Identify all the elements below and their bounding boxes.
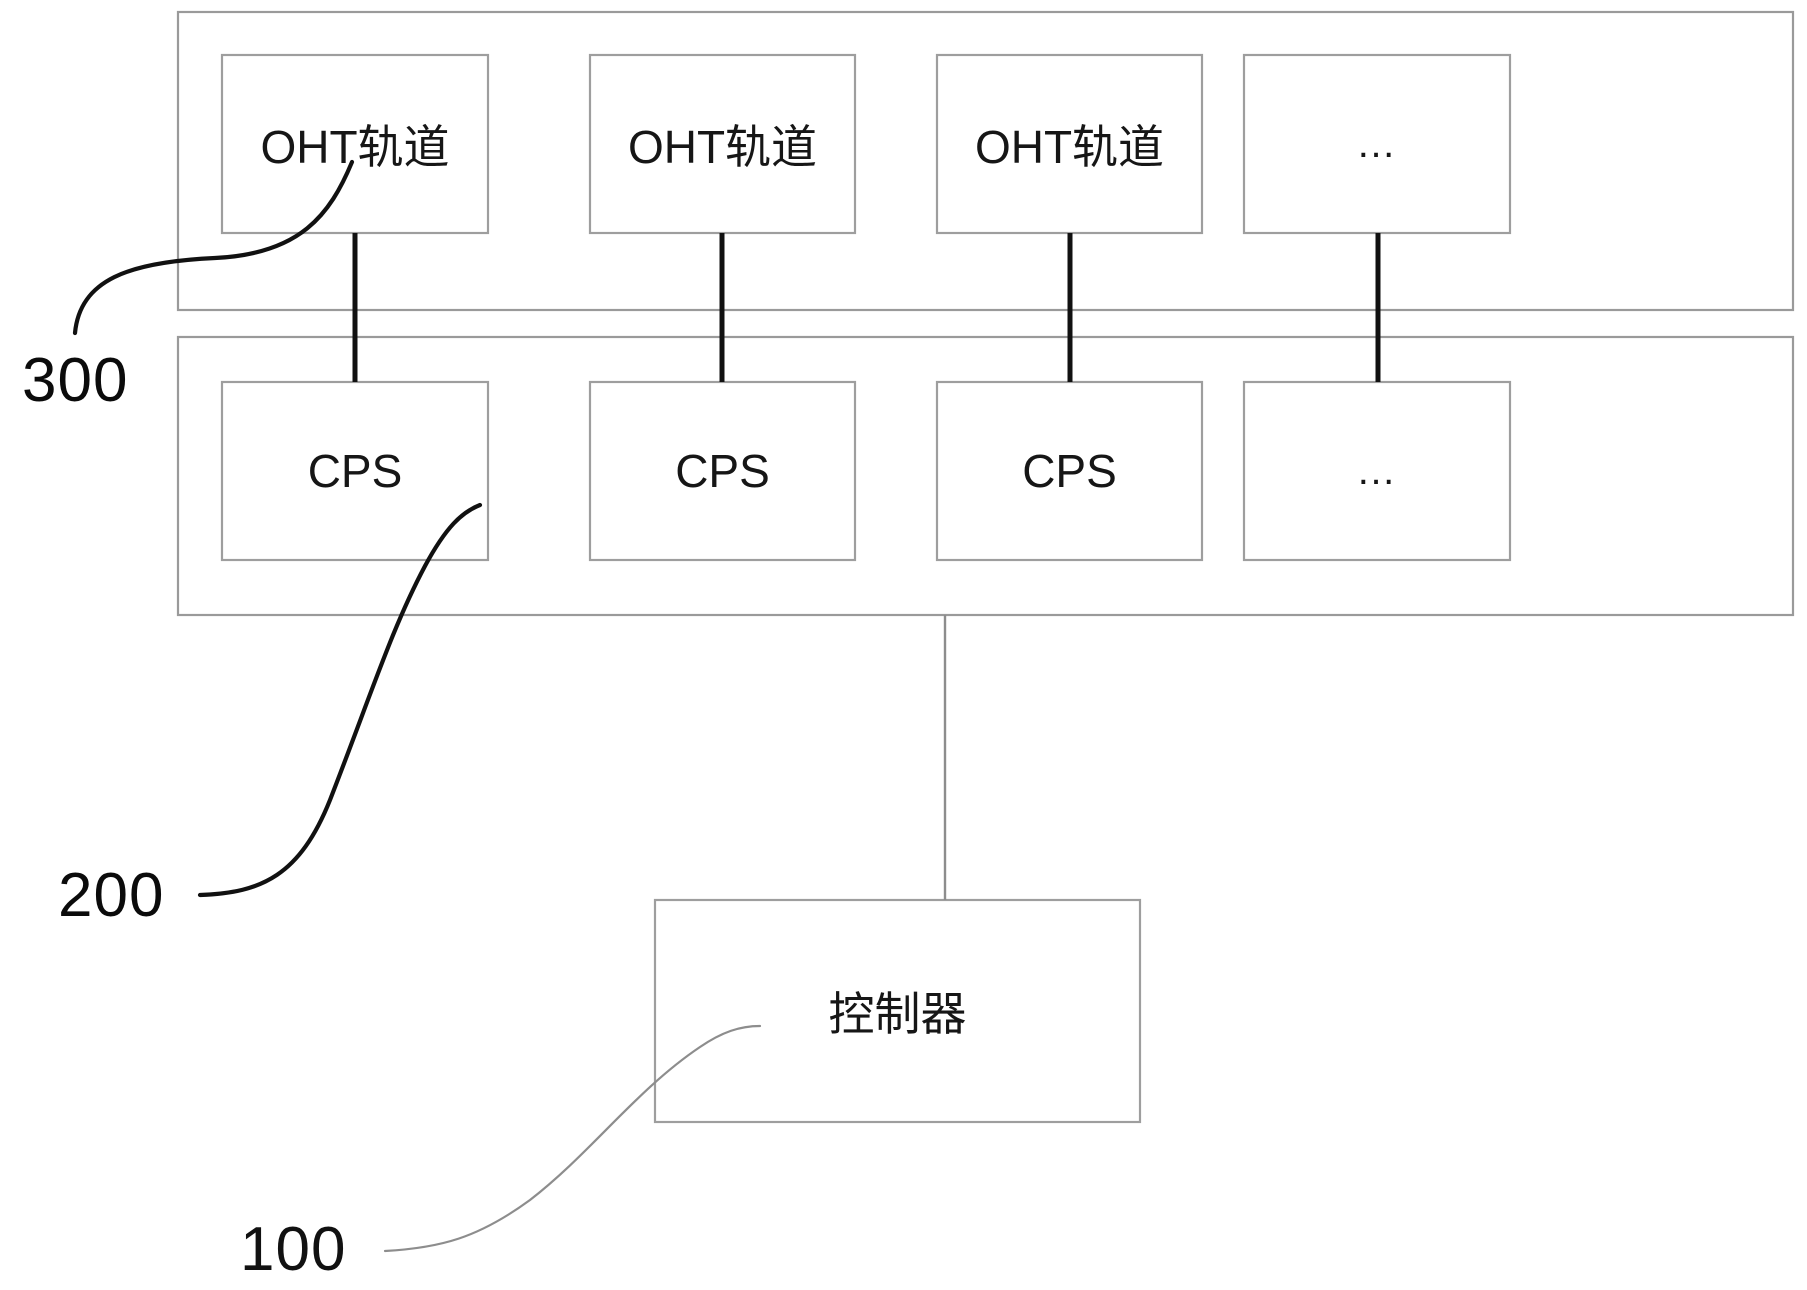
cps-node-box-4[interactable] <box>1242 380 1512 562</box>
leader-line-200 <box>197 502 483 898</box>
reference-number-300: 300 <box>22 346 129 415</box>
track-node-box-1[interactable] <box>220 53 490 235</box>
reference-number-200: 200 <box>58 861 165 930</box>
track-node-box-3[interactable] <box>935 53 1204 235</box>
track-group-frame <box>176 10 1795 312</box>
cps-node-box-3[interactable] <box>935 380 1204 562</box>
controller-box[interactable] <box>653 898 1142 1124</box>
leader-line-100 <box>383 1024 762 1253</box>
track-node-box-2[interactable] <box>588 53 857 235</box>
track-node-box-4[interactable] <box>1242 53 1512 235</box>
cps-node-box-2[interactable] <box>588 380 857 562</box>
cps-group-frame <box>176 335 1795 617</box>
reference-number-100: 100 <box>240 1215 347 1284</box>
cps-node-box-1[interactable] <box>220 380 490 562</box>
leader-line-300 <box>72 159 355 336</box>
